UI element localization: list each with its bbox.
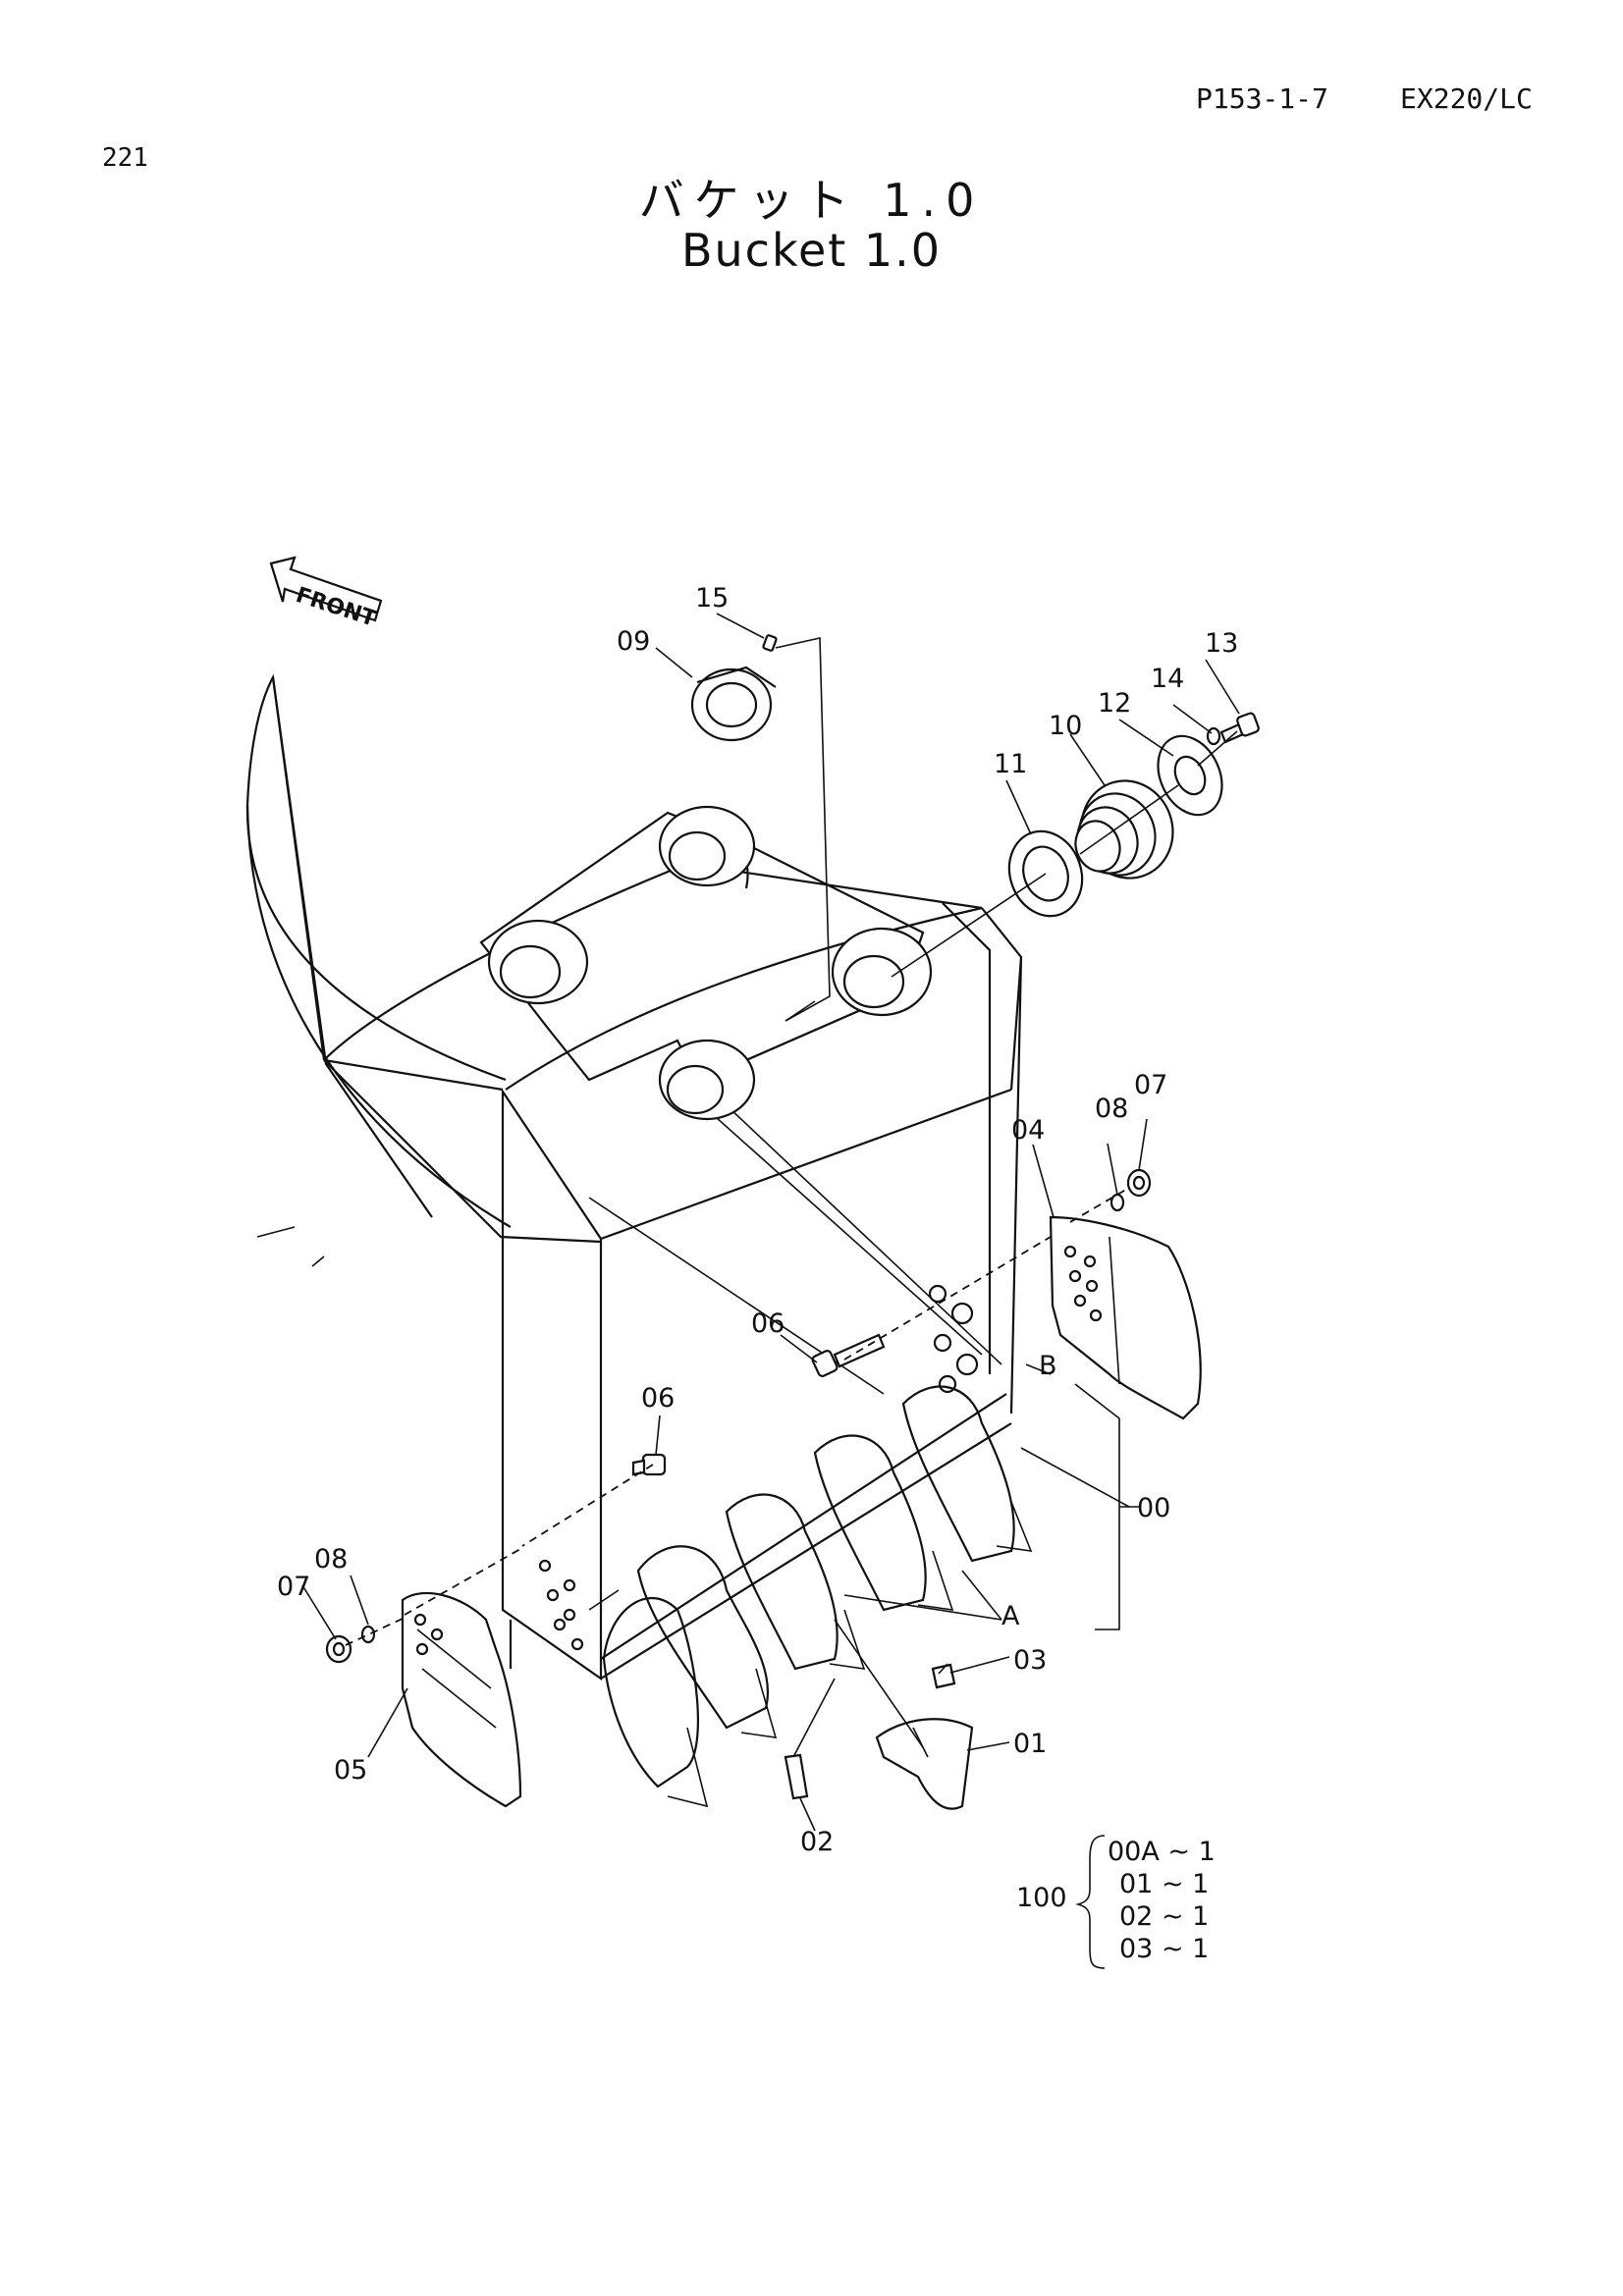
side-cutter-04 (1049, 1215, 1202, 1420)
callout-ref-b: B (1039, 1351, 1057, 1381)
callout-07-left: 07 (277, 1572, 310, 1602)
callout-ref-a: A (1001, 1601, 1020, 1631)
title-japanese: バケット 1.0 (638, 174, 985, 227)
kit-number: 100 (1016, 1883, 1067, 1913)
pin-15 (762, 634, 778, 652)
nut-07-right (1126, 1168, 1152, 1198)
callout-06-left: 06 (641, 1383, 675, 1414)
nut-07-left (325, 1634, 352, 1664)
callout-02: 02 (800, 1827, 834, 1857)
side-cutter-05 (401, 1591, 522, 1808)
washer-08-right (1109, 1193, 1125, 1212)
callout-03: 03 (1013, 1645, 1047, 1676)
callout-01: 01 (1013, 1729, 1047, 1759)
kit-brace (1075, 1835, 1106, 1969)
callout-10: 10 (1049, 711, 1082, 741)
tooth-point-01 (875, 1718, 974, 1810)
bucket-link-plates (479, 805, 933, 1121)
callout-14: 14 (1151, 664, 1184, 694)
callout-08-right: 08 (1095, 1094, 1128, 1124)
callout-08-left: 08 (314, 1544, 348, 1575)
callout-06-right: 06 (751, 1308, 784, 1339)
callout-00: 00 (1137, 1493, 1170, 1523)
bushing-09 (690, 666, 777, 742)
teeth-adapters (602, 1385, 1033, 1808)
callout-11: 11 (994, 749, 1027, 779)
kit-item: 01 ~ 1 (1119, 1869, 1209, 1899)
model-code: EX220/LC (1400, 82, 1533, 115)
washer-08-left (360, 1625, 376, 1644)
leader-lines (301, 613, 1240, 1832)
page-reference: P153-1-7 (1196, 82, 1328, 115)
bucket-body (245, 673, 1023, 1682)
side-plate-bolt-holes-right (928, 1284, 979, 1394)
callout-07-right: 07 (1134, 1070, 1167, 1100)
callout-04: 04 (1011, 1115, 1045, 1146)
kit-list: 100 00A ~ 1 01 ~ 1 02 ~ 1 03 ~ 1 (1016, 1835, 1216, 1969)
front-arrow-icon: FRONT (269, 556, 383, 632)
kit-item: 03 ~ 1 (1119, 1934, 1209, 1964)
bushing-10 (1074, 779, 1174, 880)
front-label: FRONT (293, 583, 379, 632)
side-plate-bolt-holes-left (538, 1559, 584, 1651)
assembly-lines (345, 637, 1238, 1758)
bolt-13 (1219, 712, 1260, 744)
pin-02 (784, 1753, 809, 1800)
callout-13: 13 (1205, 628, 1238, 659)
bolt-06-right (811, 1333, 886, 1377)
callout-15: 15 (695, 583, 729, 614)
callout-05: 05 (334, 1755, 367, 1786)
kit-item: 00A ~ 1 (1108, 1837, 1216, 1867)
bolt-06-left (631, 1453, 667, 1476)
kit-item: 02 ~ 1 (1119, 1901, 1209, 1932)
plate-12 (1157, 734, 1223, 817)
callout-12: 12 (1098, 688, 1131, 719)
callout-09: 09 (617, 626, 650, 657)
page-number: 221 (102, 143, 148, 173)
title-english: Bucket 1.0 (680, 224, 943, 277)
